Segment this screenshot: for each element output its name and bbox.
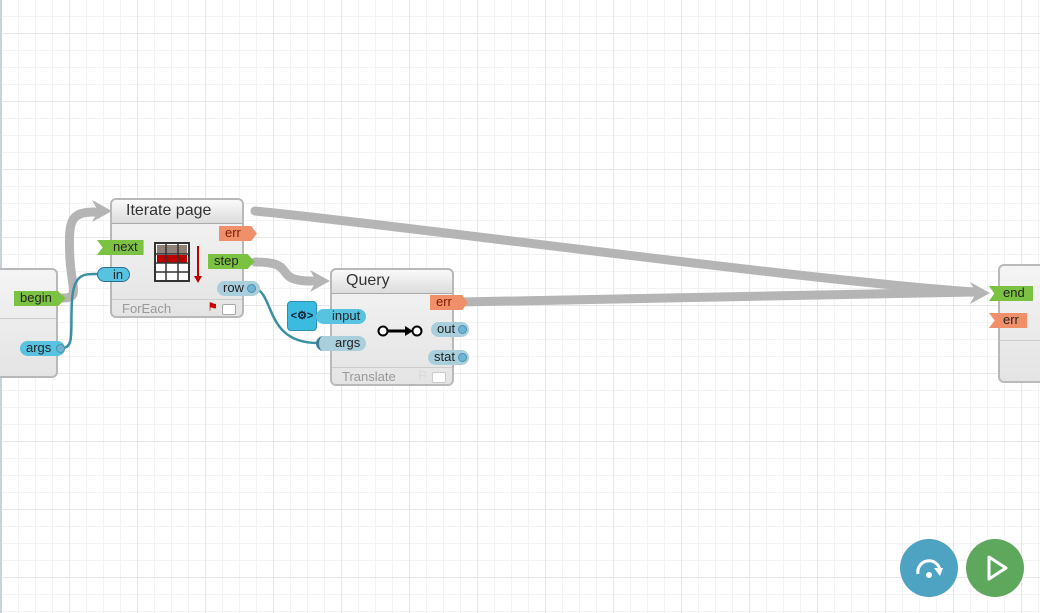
args-port[interactable]: args [20, 341, 66, 356]
play-icon [987, 555, 1008, 581]
step-port[interactable]: step [208, 254, 255, 269]
table-iterate-icon [154, 242, 202, 283]
in-port[interactable]: in [97, 267, 131, 282]
translate-source-icon[interactable]: <⚙> [287, 301, 317, 331]
out-port-dot[interactable] [458, 325, 467, 334]
wire-begin-iterate [57, 207, 100, 303]
wire-query-err-end [455, 287, 980, 307]
flag-icon[interactable]: ⚐ [417, 368, 428, 382]
end-err-port[interactable]: err [989, 313, 1027, 328]
query-footer: Translate [332, 367, 452, 384]
begin-port[interactable]: begin [14, 291, 66, 306]
next-port[interactable]: next [97, 240, 144, 255]
wire-args-in [61, 272, 101, 350]
query-args-port[interactable]: args [316, 336, 367, 351]
wire-step-query [250, 257, 317, 286]
input-port[interactable]: input [316, 309, 367, 324]
wire-row-args [254, 286, 319, 345]
foreach-title: Iterate page [112, 200, 242, 224]
foreach-footer: ForEach [112, 299, 242, 316]
comment-icon[interactable] [432, 372, 446, 383]
end-port[interactable]: end [989, 286, 1033, 301]
begin-node[interactable] [0, 268, 58, 378]
query-err-port[interactable]: err [430, 295, 468, 310]
row-port-dot[interactable] [247, 284, 256, 293]
args-port-dot[interactable] [56, 344, 65, 353]
query-title: Query [332, 270, 452, 294]
wire-iterate-end [250, 206, 980, 297]
err-port[interactable]: err [219, 226, 257, 241]
arrow-iterate [92, 200, 112, 222]
comment-icon[interactable] [222, 304, 236, 315]
flag-icon[interactable]: ⚑ [207, 300, 218, 314]
step-over-icon [916, 559, 943, 578]
arrow-end [970, 282, 990, 304]
pipe-icon [377, 325, 423, 337]
run-button[interactable] [966, 539, 1024, 597]
step-button[interactable] [900, 539, 958, 597]
arrow-query [310, 270, 330, 292]
stat-port-dot[interactable] [458, 353, 467, 362]
